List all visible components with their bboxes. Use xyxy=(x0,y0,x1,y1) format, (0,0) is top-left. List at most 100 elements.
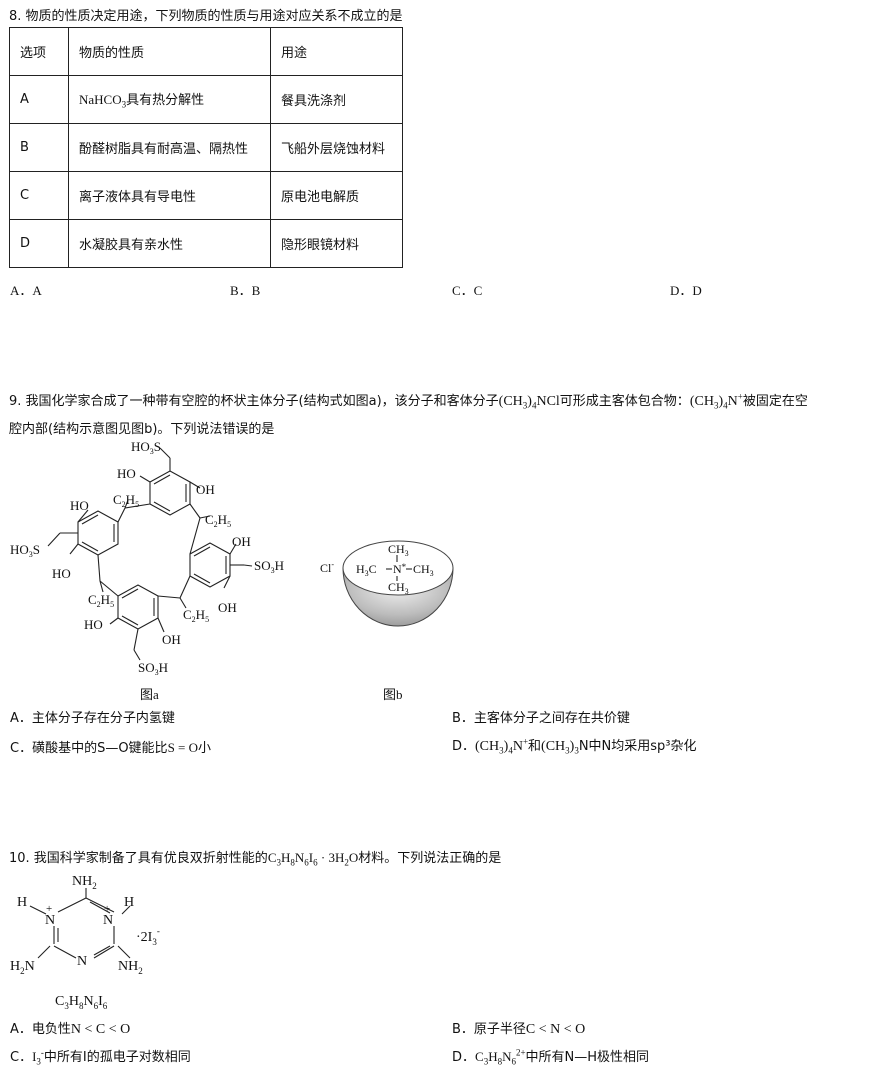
figure-b-caption: 图b xyxy=(383,687,403,702)
q10-option-b[interactable]: B．原子半径C < N < O xyxy=(452,1018,585,1038)
formula-part: N xyxy=(502,1049,512,1064)
q9-option-d[interactable]: D．(CH3)4N+和(CH3)3N中N均采用sp³杂化 xyxy=(452,735,697,756)
q9-stem-line1: 9. 我国化学家合成了一种带有空腔的杯状主体分子(结构式如图a)，该分子和客体分… xyxy=(9,390,808,411)
formula-part: C xyxy=(267,850,277,865)
svg-text:OH: OH xyxy=(232,534,251,549)
option-text: D． xyxy=(452,739,476,754)
benzene-ring xyxy=(77,510,119,556)
svg-text:N: N xyxy=(103,913,113,928)
formula-part: (CH xyxy=(541,739,566,754)
formula-part: ) xyxy=(569,739,575,754)
option-text: 小 xyxy=(198,741,212,756)
option-text: C．磺酸基中的S—O键能比 xyxy=(10,741,168,756)
q10-option-d[interactable]: D．C3H8N62+中所有N—H极性相同 xyxy=(452,1046,649,1067)
table-cell-option: B xyxy=(9,123,69,172)
stem-text: 9. 我国化学家合成了一种带有空腔的杯状主体分子(结构式如图a)，该分子和客体分… xyxy=(9,394,499,409)
option-text: A．电负性 xyxy=(10,1022,71,1037)
option-text: 中所有N—H极性相同 xyxy=(525,1050,650,1065)
table-header-property: 物质的性质 xyxy=(68,27,271,76)
formula-part: N xyxy=(727,394,738,409)
formula-subscript: 4 xyxy=(508,745,513,756)
svg-text:OH: OH xyxy=(218,600,237,615)
table-header-row: 选项 物质的性质 用途 xyxy=(9,27,403,76)
formula-part: H xyxy=(488,1049,498,1064)
stem-text: 10. 我国科学家制备了具有优良双折射性能的 xyxy=(9,851,268,866)
formula-subscript: 3 xyxy=(713,400,719,411)
formula-part: N xyxy=(294,850,305,865)
svg-text:C2H5: C2H5 xyxy=(88,592,114,609)
formula-part: O xyxy=(348,850,359,865)
q9-option-c[interactable]: C．磺酸基中的S—O键能比S = O小 xyxy=(10,737,211,756)
formula-part: I xyxy=(32,1049,37,1064)
formula-subscript: 3 xyxy=(483,1056,489,1067)
svg-text:HO3S: HO3S xyxy=(10,542,40,559)
benzene-ring xyxy=(189,542,231,588)
svg-text:OH: OH xyxy=(196,482,215,497)
formula-part: N xyxy=(512,739,523,754)
stem-text: 材料。下列说法正确的是 xyxy=(358,851,502,866)
benzene-ring xyxy=(149,470,191,516)
svg-text:HO: HO xyxy=(84,617,103,632)
option-text: B．原子半径 xyxy=(452,1022,526,1037)
q9-option-b[interactable]: B．主客体分子之间存在共价键 xyxy=(452,711,630,726)
formula-superscript: + xyxy=(737,391,743,402)
svg-text:CH3: CH3 xyxy=(388,542,409,558)
svg-text:C2H5: C2H5 xyxy=(113,492,139,509)
formula-part: ) xyxy=(503,739,509,754)
q8-table: 选项 物质的性质 用途 A NaHCO3具有热分解性 餐具洗涤剂 B 酚醛树脂具… xyxy=(9,27,403,268)
table-cell-property: 酚醛树脂具有耐高温、隔热性 xyxy=(68,123,271,172)
bowl-rim xyxy=(342,540,454,596)
figure-b-host-guest: Cl- CH3 H3C N* CH3 CH3 xyxy=(320,540,454,627)
svg-text:SO3H: SO3H xyxy=(138,660,168,677)
svg-text:CH3: CH3 xyxy=(388,580,409,596)
q9-option-a[interactable]: A．主体分子存在分子内氢键 xyxy=(10,711,175,726)
svg-text:H: H xyxy=(17,895,27,910)
q10-option-c[interactable]: C．I3-中所有I的孤电子对数相同 xyxy=(10,1046,191,1067)
q10-option-a[interactable]: A．电负性N < C < O xyxy=(10,1018,130,1038)
table-cell-option: C xyxy=(9,171,69,220)
q9-stem-line2: 腔内部(结构示意图见图b)。下列说法错误的是 xyxy=(9,422,275,437)
formula-subscript: 4 xyxy=(531,400,537,411)
svg-text:HO3S: HO3S xyxy=(131,439,161,456)
stem-text: 被固定在空 xyxy=(742,394,808,409)
figure-a-caption: 图a xyxy=(140,687,159,702)
table-cell-use: 餐具洗涤剂 xyxy=(270,75,403,124)
formula-subscript: 4 xyxy=(723,400,728,411)
formula-subscript: 3 xyxy=(121,99,127,110)
svg-text:N: N xyxy=(45,913,55,928)
svg-text:H2N: H2N xyxy=(10,959,35,976)
option-text: C． xyxy=(10,1050,33,1065)
formula-subscript: 3 xyxy=(522,400,528,411)
svg-text:+: + xyxy=(104,903,110,915)
formula-subscript: 8 xyxy=(497,1056,503,1067)
table-header-option: 选项 xyxy=(9,27,69,76)
table-cell-use: 隐形眼镜材料 xyxy=(270,219,403,268)
table-cell-option: D xyxy=(9,219,69,268)
svg-text:SO3H: SO3H xyxy=(254,558,284,575)
table-row: B 酚醛树脂具有耐高温、隔热性 飞船外层烧蚀材料 xyxy=(9,123,403,172)
formula-subscript: 2 xyxy=(344,857,349,868)
svg-text:HO: HO xyxy=(117,466,136,481)
figure-melamine-salt: NH2 H N + N + H N H2N NH2 ·2I3- C3H8N6I6 xyxy=(10,874,160,1011)
svg-text:HO: HO xyxy=(70,498,89,513)
property-text: 具有热分解性 xyxy=(126,93,205,109)
table-cell-option: A xyxy=(9,75,69,124)
svg-text:Cl-: Cl- xyxy=(320,560,334,575)
q8-option-b[interactable]: B．B xyxy=(230,283,261,298)
formula-part: I xyxy=(308,850,314,865)
table-cell-property: 离子液体具有导电性 xyxy=(68,171,271,220)
q8-option-d[interactable]: D．D xyxy=(670,283,702,298)
q8-option-c[interactable]: C．C xyxy=(452,283,483,298)
q10-stem: 10. 我国科学家制备了具有优良双折射性能的C3H8N6I6 · 3H2O材料。… xyxy=(9,847,501,868)
formula-subscript: 3 xyxy=(574,745,579,756)
q8-option-a[interactable]: A．A xyxy=(10,283,42,298)
option-text: 中所有I的孤电子对数相同 xyxy=(43,1050,191,1065)
table-row: A NaHCO3具有热分解性 餐具洗涤剂 xyxy=(9,75,403,124)
formula-subscript: 3 xyxy=(276,857,281,868)
formula-superscript: - xyxy=(40,1047,44,1058)
svg-text:NH2: NH2 xyxy=(72,874,97,891)
formula-subscript: 8 xyxy=(290,857,295,868)
svg-text:C2H5: C2H5 xyxy=(205,512,231,529)
formula-part: NCl xyxy=(536,394,560,409)
formula-part: ) xyxy=(718,394,724,409)
